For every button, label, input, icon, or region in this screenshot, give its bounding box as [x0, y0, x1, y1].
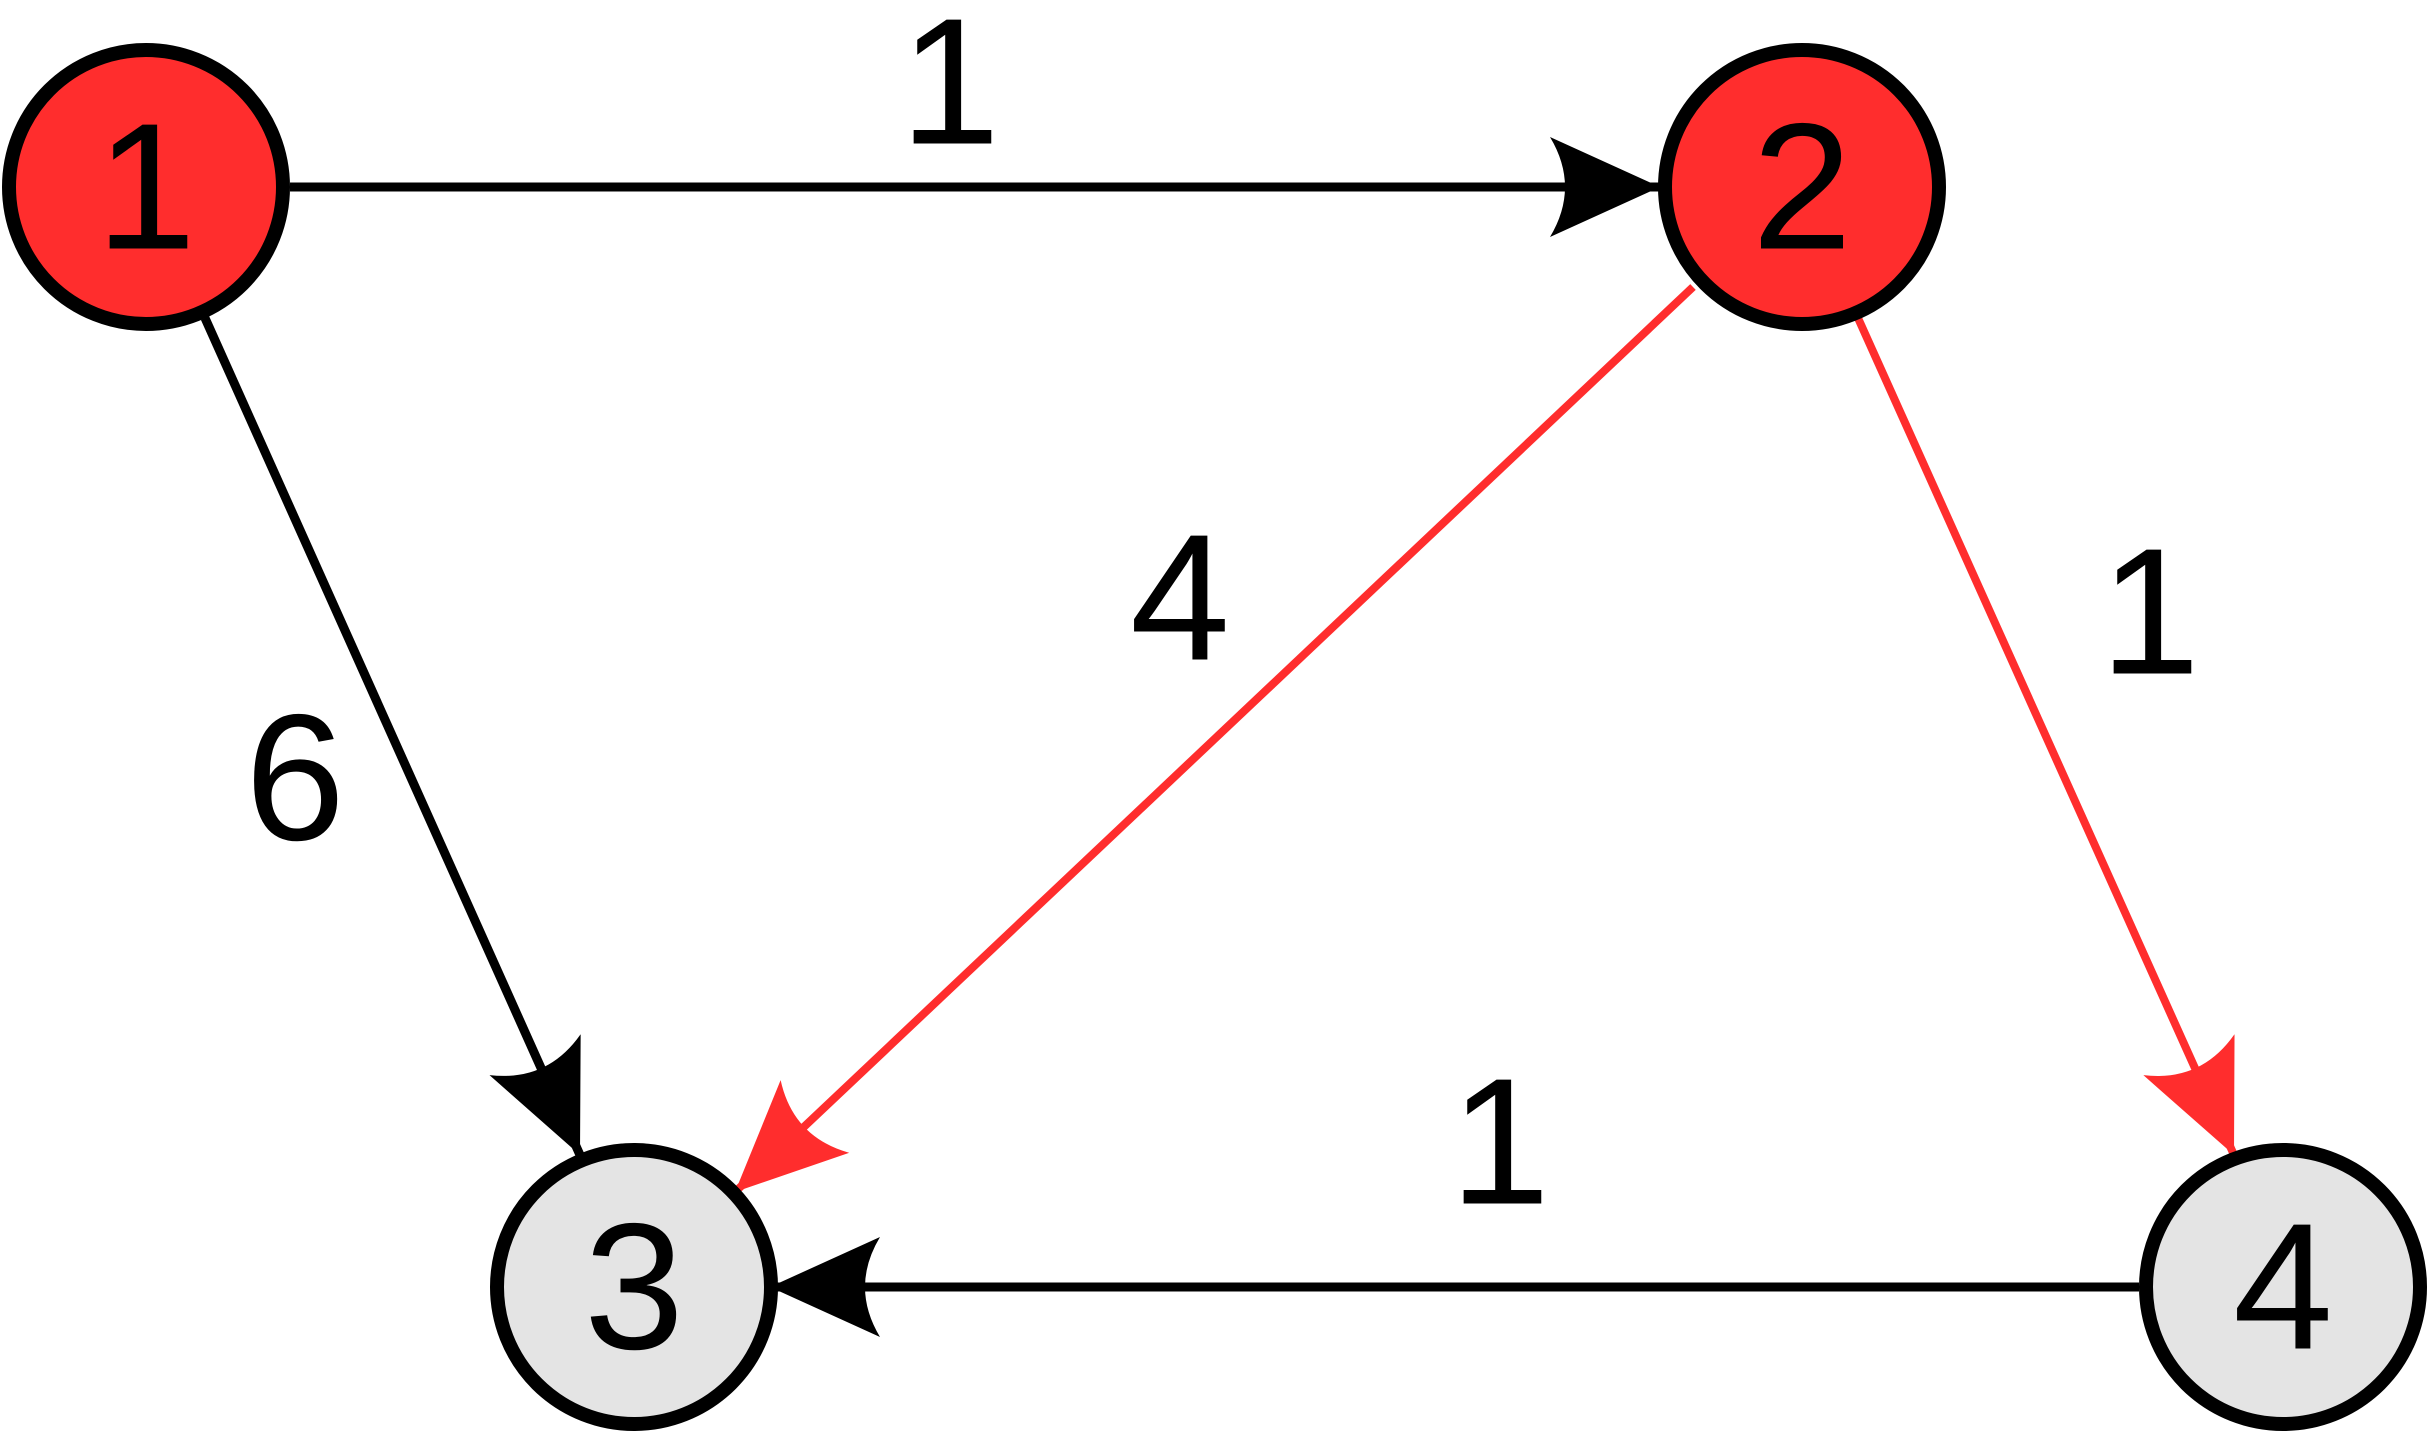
edge-weight-2-3: 4 — [1130, 498, 1230, 699]
edge-weights: 1 6 4 1 1 — [245, 0, 2200, 1243]
node-3-circle — [490, 1143, 778, 1431]
edge-weight-4-3: 1 — [1450, 1042, 1550, 1243]
edge-2-4 — [1854, 316, 2238, 1157]
edge-1-3 — [200, 316, 585, 1157]
node-2-circle — [1658, 43, 1946, 331]
node-1-label: 1 — [96, 87, 196, 288]
node-4-circle — [2139, 1143, 2427, 1431]
node-2-label: 2 — [1752, 87, 1852, 288]
nodes: 1 2 3 4 — [2, 43, 2427, 1431]
node-3-label: 3 — [584, 1187, 684, 1388]
node-1: 1 — [2, 43, 290, 331]
node-1-circle — [2, 43, 290, 331]
edge-2-3 — [732, 284, 1696, 1195]
edge-weight-1-2: 1 — [900, 0, 1000, 183]
edge-weight-1-3: 6 — [245, 678, 345, 879]
node-2: 2 — [1658, 43, 1946, 331]
node-4: 4 — [2139, 1143, 2427, 1431]
node-4-label: 4 — [2233, 1187, 2333, 1388]
edge-weight-2-4: 1 — [2100, 512, 2200, 713]
edges — [200, 137, 2238, 1337]
node-3: 3 — [490, 1143, 778, 1431]
